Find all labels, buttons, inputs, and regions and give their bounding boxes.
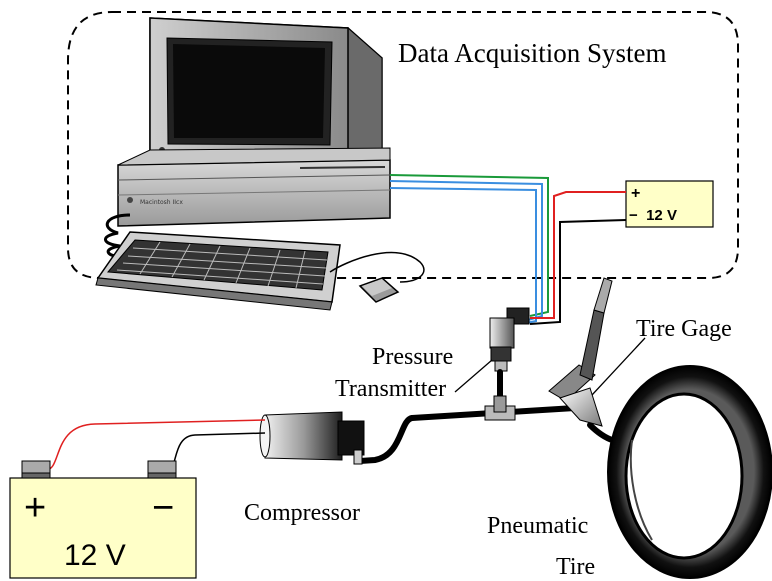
battery-icon [9, 460, 197, 579]
tire-icon [607, 365, 772, 579]
das-label: Data Acquisition System [398, 38, 666, 68]
tire-gage-icon [548, 277, 613, 427]
pneumatic-tire-label-line1: Pneumatic [487, 513, 588, 539]
keyboard-icon [95, 231, 341, 311]
compressor-icon [259, 411, 365, 465]
pressure-transmitter-label-line1: Pressure [372, 344, 453, 370]
power-supply-voltage: − 12 V [629, 207, 677, 224]
battery-minus: − [152, 487, 174, 529]
power-supply-plus: + [631, 185, 640, 202]
pneumatic-tire-label-line2: Tire [556, 554, 595, 580]
tee-fitting [484, 395, 516, 421]
mouse-icon [329, 251, 425, 303]
pressure-transmitter-icon [489, 307, 530, 372]
pressure-transmitter-label-line2: Transmitter [335, 376, 446, 402]
signal-wires [389, 174, 627, 325]
svg-text:Macintosh IIcx: Macintosh IIcx [140, 199, 183, 206]
computer-icon: Macintosh Macintosh IIcx [104, 17, 391, 259]
battery-voltage: 12 V [64, 539, 126, 572]
compressor-label: Compressor [244, 500, 360, 526]
pressure-transmitter-leader [454, 359, 493, 393]
battery-plus: + [24, 487, 46, 529]
tire-gage-leader [591, 337, 646, 396]
power-supply-box [625, 180, 714, 228]
tire-gage-label: Tire Gage [636, 316, 732, 342]
